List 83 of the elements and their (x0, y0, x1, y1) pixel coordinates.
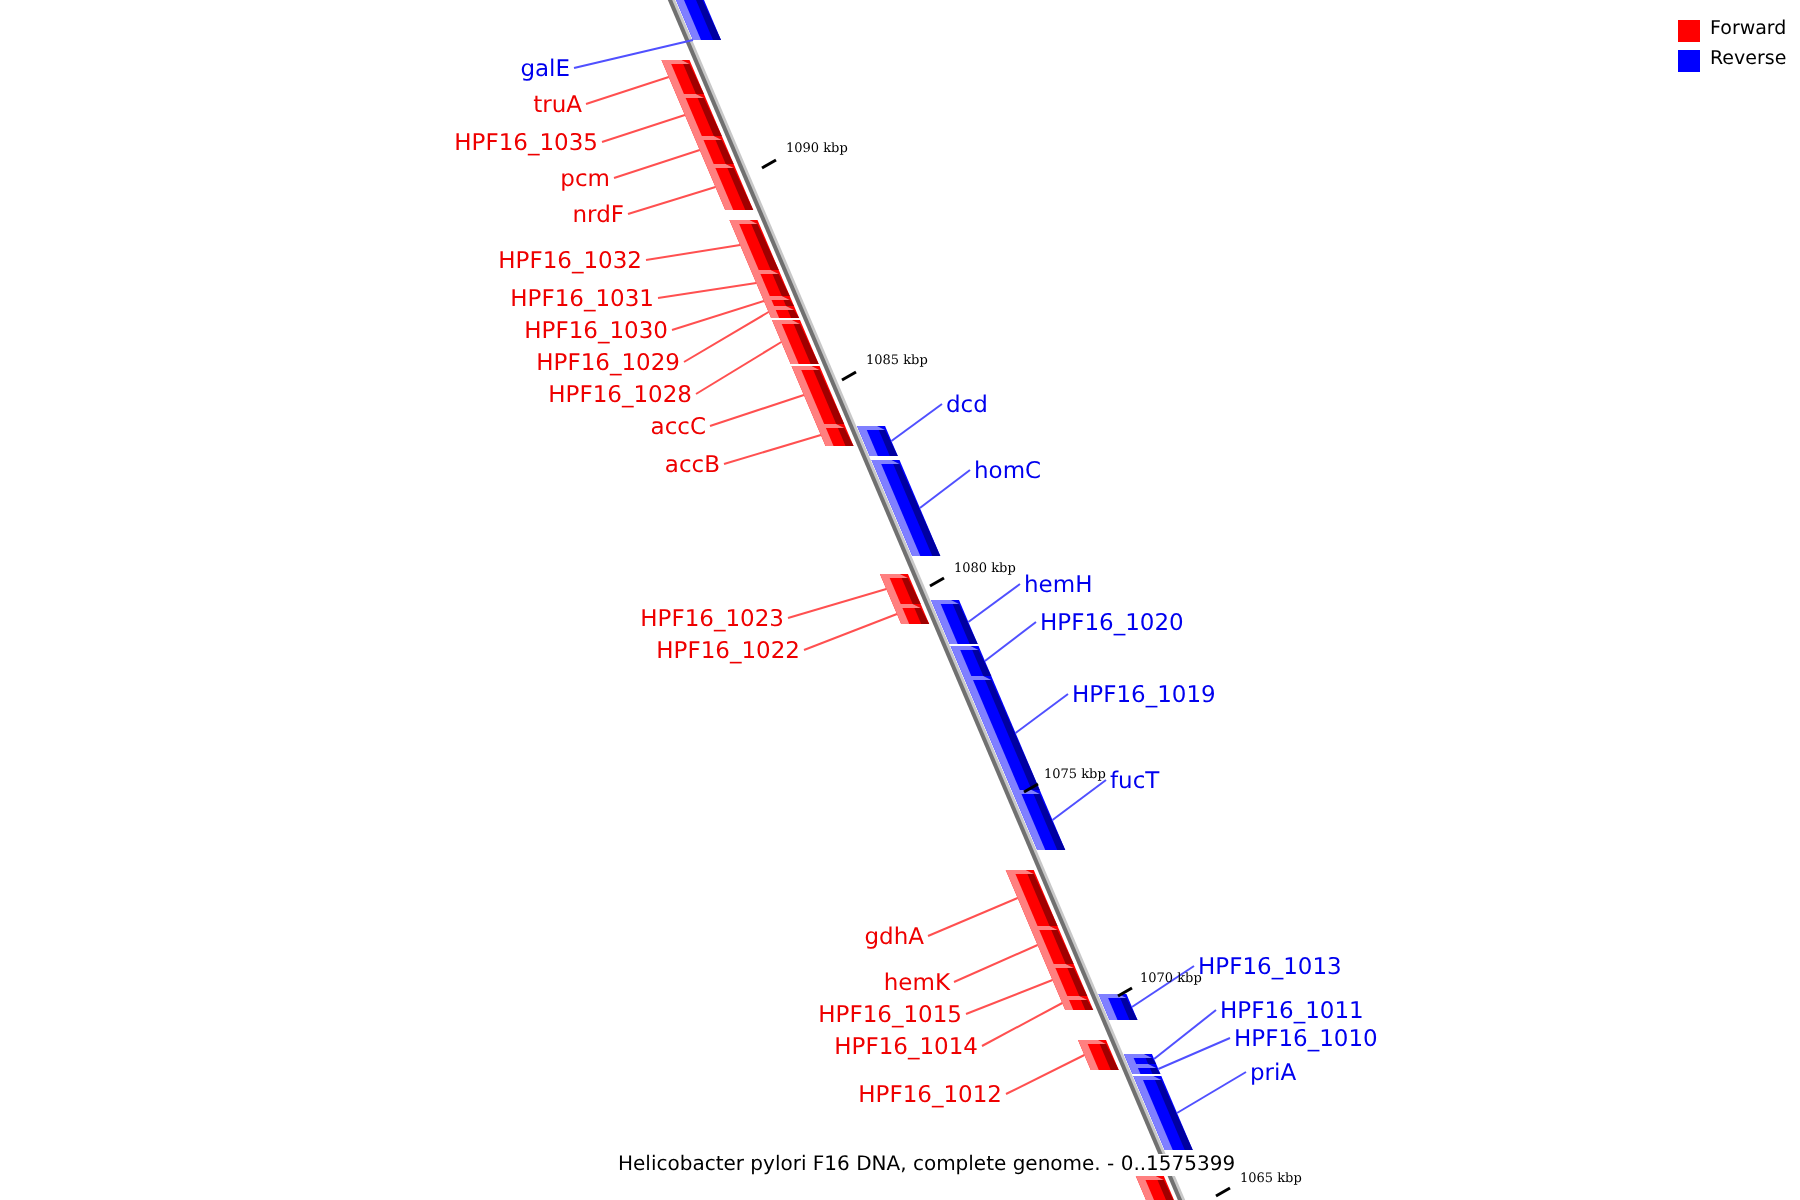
leader-line (1130, 965, 1195, 1008)
gene-label: hemH (1024, 570, 1093, 598)
gene-block (857, 426, 898, 456)
gene-label: HPF16_1032 (498, 246, 642, 274)
gene-block (892, 604, 930, 624)
gene-label: HPF16_1012 (858, 1080, 1002, 1108)
gene-label: priA (1250, 1058, 1297, 1086)
gene-block (1029, 926, 1074, 964)
gene-label: HPF16_1020 (1040, 608, 1184, 636)
gene-block (672, 0, 721, 40)
leader-line (723, 434, 822, 465)
gene-label: dcd (946, 390, 988, 418)
leader-line (890, 403, 943, 442)
leader-line (965, 979, 1054, 1015)
gene-label: HPF16_1015 (818, 1000, 962, 1028)
gene-label: HPF16_1022 (656, 636, 800, 664)
leader-line (695, 341, 783, 395)
gene-label: HPF16_1014 (834, 1032, 978, 1060)
gene-block (661, 60, 704, 94)
caption: Helicobacter pylori F16 DNA, complete genome. - 0..1575399 (618, 1154, 1236, 1176)
gene-label: HPF16_1028 (548, 380, 692, 408)
gene-label: HPF16_1029 (536, 348, 680, 376)
leader-line (803, 613, 898, 651)
gene-label: nrdF (572, 200, 624, 228)
gene-label: HPF16_1013 (1198, 952, 1342, 980)
gene-block (931, 600, 978, 644)
leader-line (981, 1002, 1064, 1047)
leader-line (1176, 1071, 1247, 1114)
gene-label: galE (520, 54, 570, 82)
leader-line (1014, 693, 1069, 734)
gene-block (879, 574, 921, 604)
gene-block (1005, 870, 1058, 926)
gene-block (1133, 1076, 1193, 1150)
gene-label: accB (664, 450, 720, 478)
leader-line (627, 186, 717, 215)
leader-line (671, 300, 765, 331)
gene-block (766, 306, 800, 318)
leader-line (645, 244, 742, 261)
gene-label: HPF16_1035 (454, 128, 598, 156)
gene-label: HPF16_1023 (640, 604, 784, 632)
gene-label: fucT (1110, 766, 1160, 794)
legend-label: Forward (1710, 18, 1787, 40)
leader-line (787, 588, 888, 619)
gene-block (963, 676, 1040, 790)
gene-block (1098, 994, 1138, 1020)
leader-line (585, 76, 670, 105)
gene-block (1135, 1176, 1179, 1200)
gene-label: HPF16_1030 (524, 316, 668, 344)
gene-label: homC (974, 456, 1042, 484)
leader-line (613, 149, 701, 179)
leader-line (573, 39, 694, 69)
gene-label: gdhA (864, 922, 924, 950)
gene-block (871, 460, 941, 556)
leader-line (983, 621, 1037, 662)
leader-line (1153, 1009, 1217, 1060)
leader-line (1005, 1054, 1086, 1095)
gene-label: HPF16_1011 (1220, 996, 1364, 1024)
leader-line (683, 311, 770, 363)
leader-line (953, 944, 1039, 983)
gene-block (675, 94, 722, 136)
gene-block (705, 164, 754, 210)
gene-label: pcm (560, 164, 610, 192)
leader-line (1157, 1037, 1231, 1070)
gene-label: truA (533, 90, 582, 118)
gene-block (1011, 790, 1066, 850)
leader-line (927, 897, 1019, 937)
gene-label: accC (650, 412, 706, 440)
leader-line (657, 282, 758, 299)
legend-label: Reverse (1710, 48, 1787, 70)
gene-label: HPF16_1019 (1072, 680, 1216, 708)
gene-block (1078, 1040, 1119, 1070)
leader-line (1051, 779, 1107, 821)
gene-label: hemK (883, 968, 950, 996)
gene-label: HPF16_1010 (1234, 1024, 1378, 1052)
gene-block (693, 136, 734, 164)
gene-block (816, 424, 854, 446)
gene-block (1059, 996, 1094, 1010)
leader-line (918, 469, 971, 509)
leader-line (601, 114, 686, 143)
leader-line (709, 394, 805, 427)
leader-line (967, 583, 1021, 623)
gene-block (950, 646, 992, 676)
gene-label: HPF16_1031 (510, 284, 654, 312)
